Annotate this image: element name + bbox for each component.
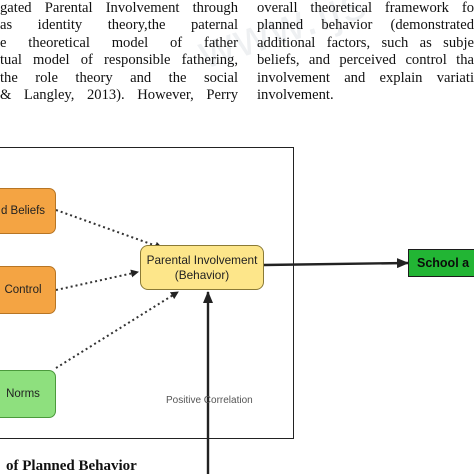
figure-caption: of Planned Behavior	[6, 458, 137, 474]
left-text-line: gated Parental Involvement through	[0, 0, 238, 16]
behavior-label-line1: Parental Involvement	[146, 252, 258, 267]
right-text-column: overall theoretical framework fo planned…	[257, 0, 474, 104]
norms-box: Norms	[0, 370, 56, 418]
left-text-line: & Langley, 2013). However, Perry	[0, 86, 238, 103]
norms-label: Norms	[6, 388, 40, 400]
school-achievement-box: School a	[408, 249, 474, 277]
beliefs-label: d Beliefs	[0, 205, 46, 217]
behavior-label-line2: (Behavior)	[174, 267, 230, 282]
right-text-line: involvement.	[257, 86, 334, 103]
positive-correlation-label: Positive Correlation	[166, 395, 253, 406]
left-text-column: gated Parental Involvement through as id…	[0, 0, 238, 104]
left-text-line: tual model of responsible fathering,	[0, 52, 238, 69]
beliefs-box: d Beliefs	[0, 188, 56, 234]
right-text-line: planned behavior (demonstrated	[257, 17, 474, 34]
right-text-line: additional factors, such as subje	[257, 34, 474, 51]
control-label: Control	[4, 284, 42, 296]
left-text-line: the role theory and the social	[0, 69, 238, 86]
left-text-line: e theoretical model of father	[0, 34, 238, 51]
control-box: Control	[0, 266, 56, 314]
arrow-control-to-behavior	[55, 269, 139, 291]
arrow-beliefs-to-behavior	[55, 209, 163, 250]
school-label: School a	[417, 256, 470, 270]
left-text-line: as identity theory,the paternal	[0, 17, 238, 34]
right-text-line: overall theoretical framework fo	[257, 0, 474, 16]
arrow-norms-to-behavior	[55, 291, 179, 369]
arrow-behavior-to-school	[263, 258, 409, 269]
diagram-frame	[0, 147, 294, 439]
right-text-line: involvement and explain variati	[257, 69, 474, 86]
parental-involvement-box: Parental Involvement (Behavior)	[140, 245, 264, 290]
right-text-line: beliefs, and perceived control tha	[257, 52, 474, 69]
